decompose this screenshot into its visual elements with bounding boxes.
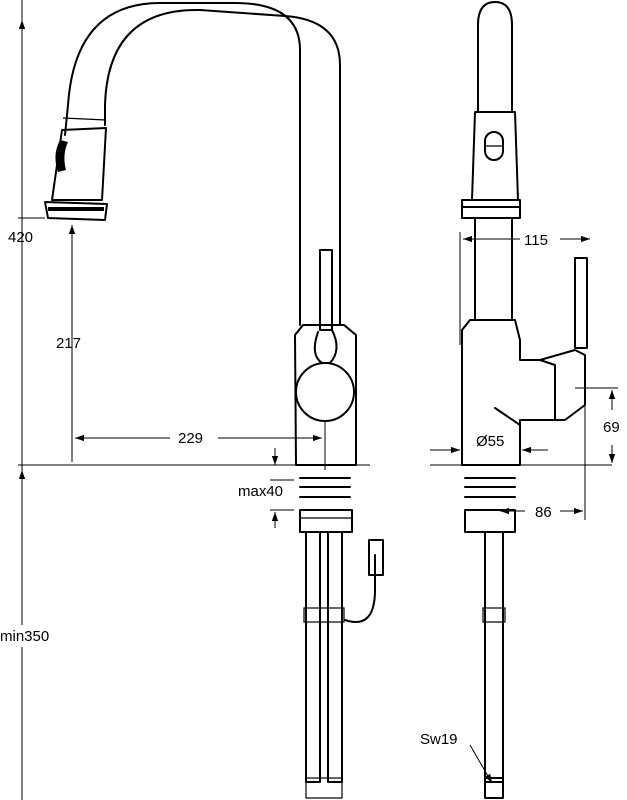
dim-55-label: Ø55 <box>476 433 504 450</box>
dim-217-label: 217 <box>56 335 81 352</box>
side-hose-nut <box>484 777 504 799</box>
spray-head-outlet <box>44 201 108 221</box>
dim-max40-label: max40 <box>238 483 283 500</box>
side-spray-outlet <box>461 199 521 219</box>
dim-350-label-bg <box>0 625 46 647</box>
spray-outlet-stripe <box>48 207 104 211</box>
spray-head-band <box>62 117 107 121</box>
pullout-hose-loop <box>344 554 376 623</box>
side-hose-fitting <box>482 607 506 623</box>
mounting-bracket <box>299 509 353 533</box>
side-bracket <box>464 509 516 533</box>
side-spray-head <box>471 111 519 201</box>
dim-229-label: 229 <box>178 430 203 447</box>
spout-inner <box>104 8 341 326</box>
spout-outer <box>64 2 301 326</box>
side-hose <box>484 531 504 783</box>
side-detail-line <box>494 407 521 426</box>
side-lever-base <box>539 349 586 421</box>
spray-head-body <box>51 127 107 201</box>
hose-connector <box>368 539 384 576</box>
dim-420-label: 420 <box>8 229 33 246</box>
lever-handle <box>319 249 333 331</box>
side-view <box>461 1 588 799</box>
dim-350-label: min350 <box>0 628 49 645</box>
side-lever <box>574 257 588 349</box>
dim-69-label: 69 <box>603 419 620 436</box>
supply-hose-left <box>305 531 321 783</box>
side-spout <box>477 1 513 113</box>
cartridge-outline <box>295 362 355 422</box>
spray-button-icon <box>55 140 68 172</box>
dim-115-label: 115 <box>524 232 548 249</box>
hose-fitting-end <box>305 777 343 799</box>
hose-fitting-mid <box>303 607 345 623</box>
dim-86-label: 86 <box>535 504 552 521</box>
supply-hose-right <box>327 531 343 783</box>
dim-sw19-leader <box>469 744 493 784</box>
front-view <box>44 2 384 799</box>
dim-sw19-label: Sw19 <box>420 731 458 748</box>
lever-joint <box>313 329 338 364</box>
